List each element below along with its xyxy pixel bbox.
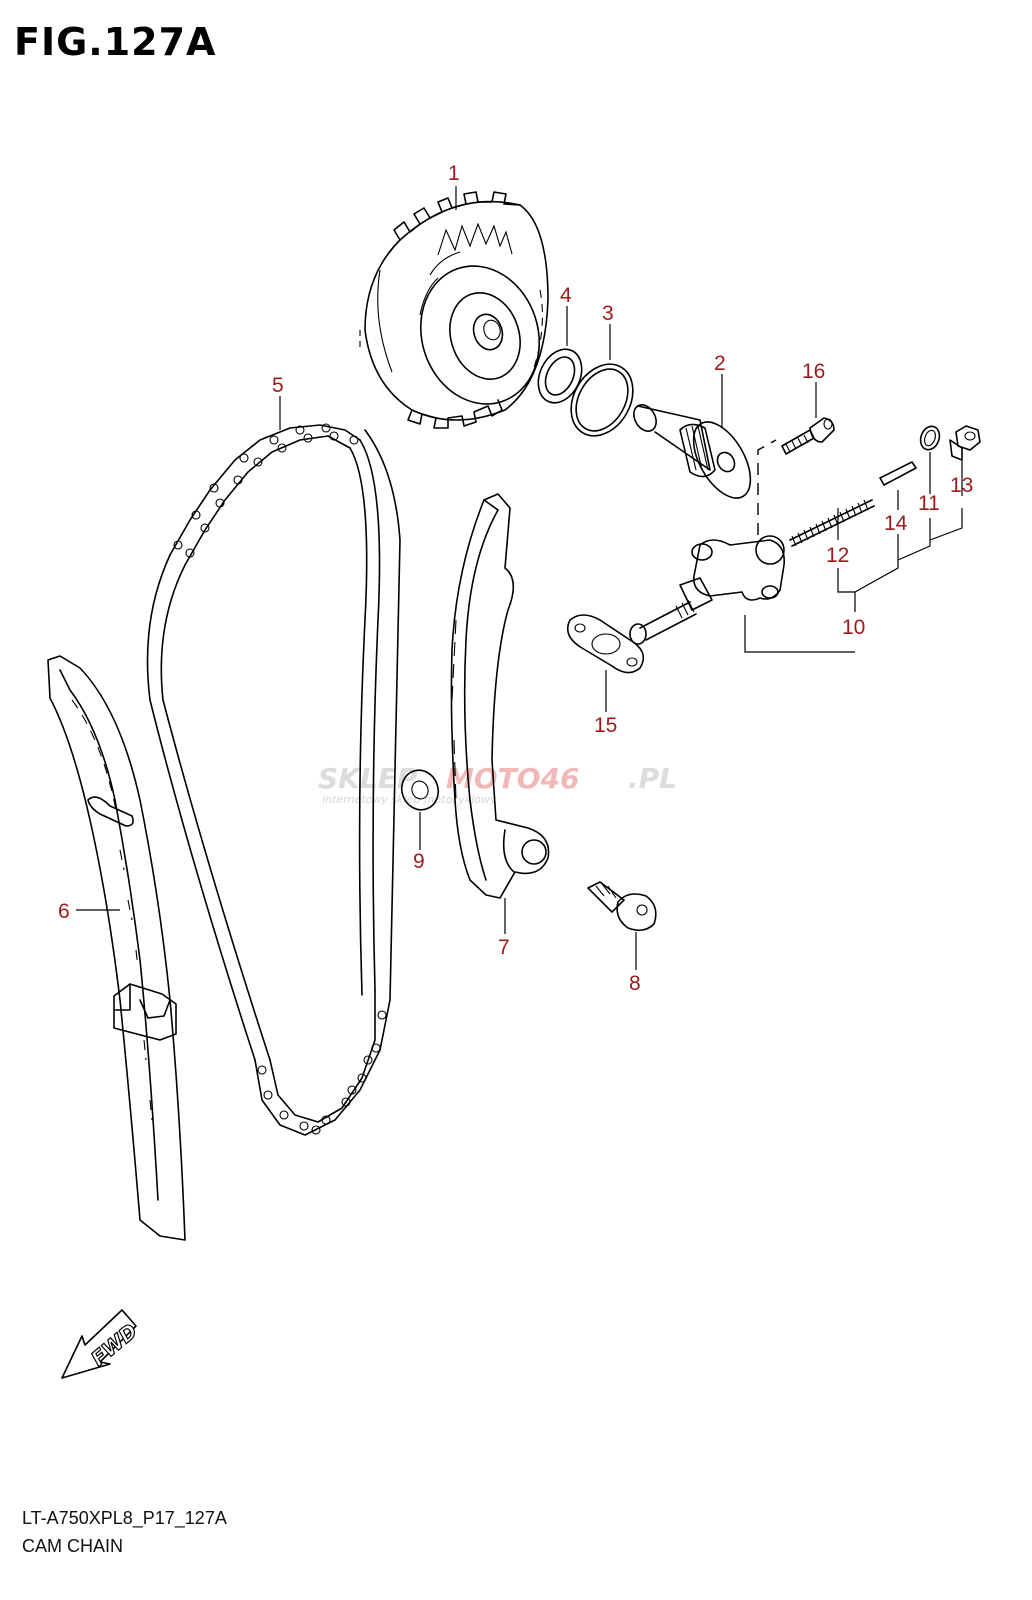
part-13-cap-bolt — [949, 425, 981, 461]
callout-6: 6 — [58, 900, 70, 923]
fwd-label: FWD — [86, 1319, 142, 1371]
callouts: 1 2 3 4 5 6 7 8 9 10 11 12 13 14 15 16 — [58, 162, 973, 995]
part-5-cam-chain — [146, 423, 401, 1136]
part-2-shaft — [633, 404, 752, 499]
callout-10: 10 — [842, 616, 865, 639]
part-11-gasket — [919, 425, 941, 451]
figure-name: CAM CHAIN — [22, 1536, 124, 1556]
figure-code: LT-A750XPL8_P17_127A — [22, 1508, 227, 1528]
part-12-spring — [789, 499, 875, 547]
callout-9: 9 — [413, 850, 425, 873]
part-16-bolt — [781, 417, 835, 455]
watermark-brand-grey: SKLEP — [318, 762, 418, 795]
callout-1: 1 — [448, 162, 460, 185]
callout-7: 7 — [498, 936, 510, 959]
part-9-washer — [400, 769, 440, 811]
callout-12: 12 — [826, 544, 849, 567]
part-7-tensioner-guide — [450, 493, 550, 899]
watermark-brand-red: MOTO46 — [446, 762, 580, 795]
callout-2: 2 — [714, 352, 726, 375]
callout-14: 14 — [884, 512, 908, 535]
watermark-tagline: internetowy sklep motocyklowy — [322, 793, 497, 806]
part-1-cam-sprocket — [359, 191, 549, 429]
callout-8: 8 — [629, 972, 641, 995]
callout-3: 3 — [602, 302, 614, 325]
part-6-chain-guide — [47, 655, 186, 1241]
part-15-gasket — [566, 614, 645, 674]
watermark: SKLEP MOTO46 .PL internetowy sklep motoc… — [318, 762, 677, 806]
figure-title: FIG.127A — [14, 20, 217, 64]
callout-11: 11 — [918, 492, 940, 515]
callout-15: 15 — [594, 714, 617, 737]
leader-lines — [76, 186, 963, 970]
part-10-tensioner-body — [629, 535, 855, 653]
callout-4: 4 — [560, 284, 572, 307]
callout-13: 13 — [950, 474, 973, 497]
fwd-arrow: FWD — [61, 1309, 142, 1379]
watermark-brand-suffix: .PL — [628, 762, 677, 795]
part-14-pin — [879, 461, 917, 486]
part-3-o-ring — [570, 363, 634, 437]
part-8-bolt — [587, 881, 657, 932]
callout-16: 16 — [802, 360, 825, 383]
callout-5: 5 — [272, 374, 284, 397]
